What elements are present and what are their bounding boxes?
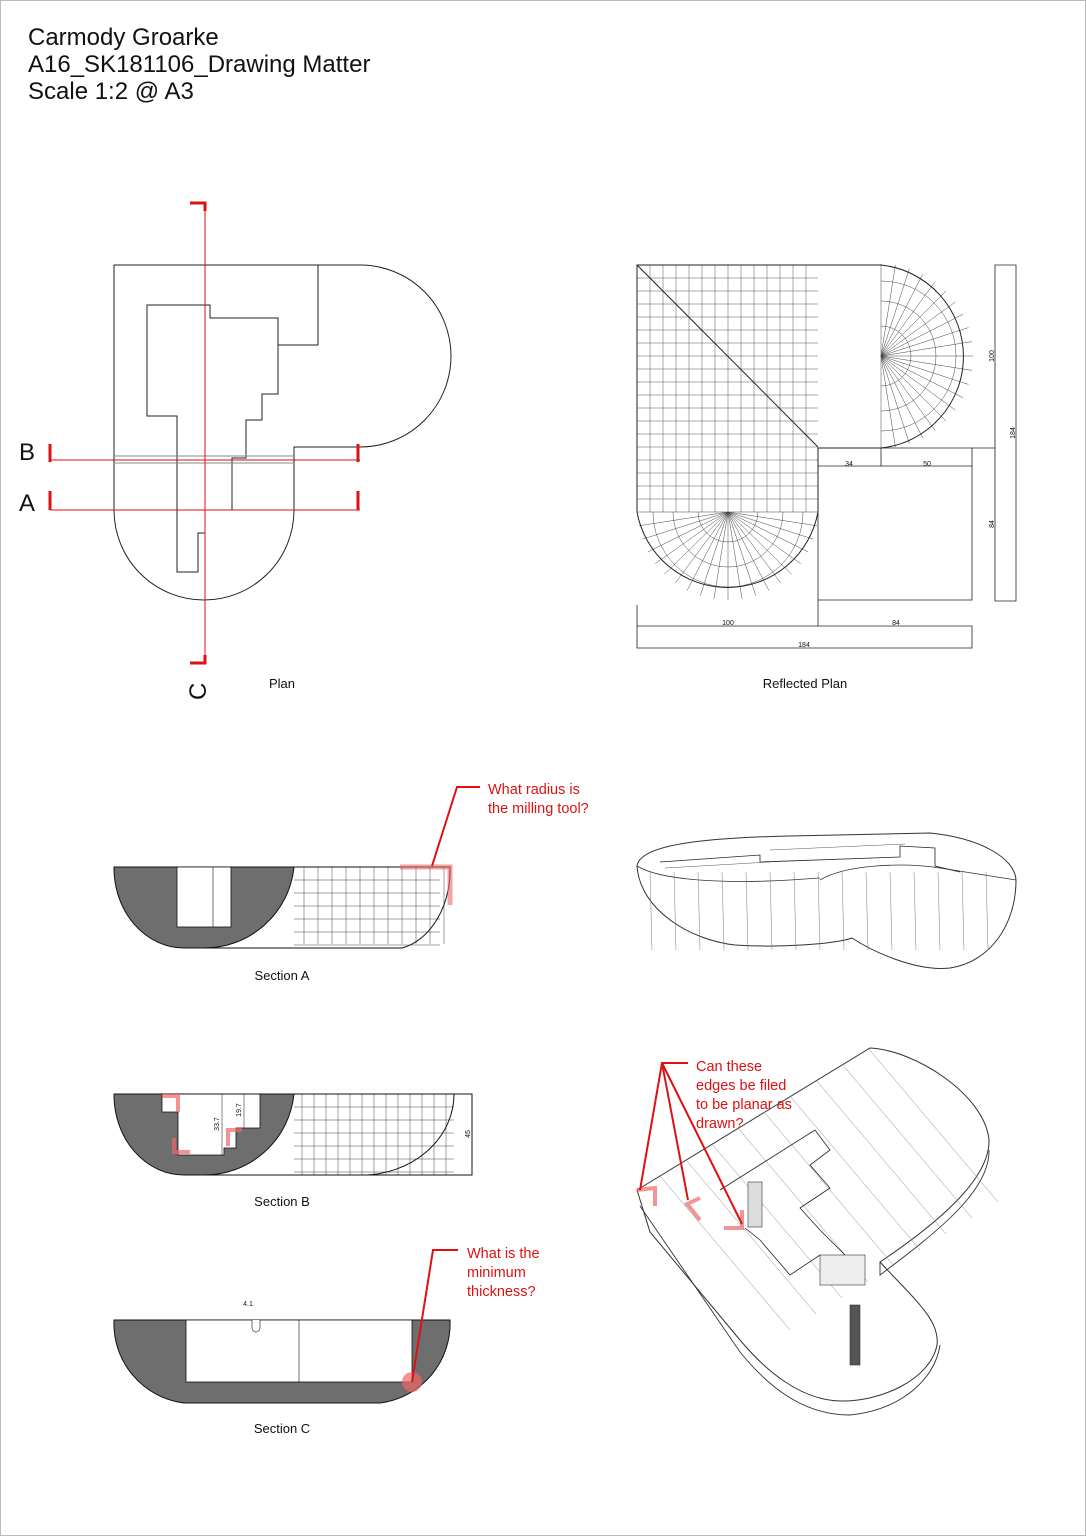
section-marker-a: A (19, 490, 35, 517)
axo-inner-wall (747, 1181, 763, 1228)
title-line-drawing-number: A16_SK181106_Drawing Matter (28, 51, 371, 78)
title-block: Carmody Groarke A16_SK181106_Drawing Mat… (28, 24, 370, 105)
note-edges-line1: Can these (696, 1059, 762, 1075)
note-thickness-line1: What is the (467, 1246, 540, 1262)
dim-19-7: 19.7 (236, 1103, 243, 1117)
note-thickness-line3: thickness? (467, 1284, 536, 1300)
dim-radius-top: 100 (989, 350, 996, 362)
dim-84-bottom: 84 (892, 620, 900, 627)
milling-tool-highlight (400, 864, 453, 905)
section-b-caption: Section B (254, 1194, 310, 1209)
annotation-edges: Can these edges be filed to be planar as… (639, 1059, 792, 1225)
note-milling-line2: the milling tool? (488, 801, 589, 817)
title-line-scale: Scale 1:2 @ A3 (28, 78, 194, 105)
note-edges-line4: drawn? (696, 1116, 744, 1132)
plan-caption: Plan (269, 676, 295, 691)
note-milling-line1: What radius is (488, 782, 580, 798)
dim-45: 45 (465, 1130, 472, 1138)
reflected-plan-dimensions: 100 184 34 50 84 100 84 184 (722, 350, 1017, 649)
dim-100-bottom: 100 (722, 620, 734, 627)
note-edges-line3: to be planar as (696, 1097, 792, 1113)
section-a-drawing (113, 864, 453, 949)
section-c-drawing (113, 1319, 451, 1404)
dim-34: 34 (845, 461, 853, 468)
axonometric-view-lower (636, 1047, 999, 1416)
dim-total-width: 184 (798, 642, 810, 649)
annotation-thickness: What is the minimum thickness? (411, 1246, 540, 1383)
dim-total-height: 184 (1010, 427, 1017, 439)
reflected-plan-caption: Reflected Plan (763, 676, 848, 691)
section-b-recess (161, 1093, 261, 1156)
plan-recess (146, 304, 279, 573)
section-b-drawing (113, 1093, 473, 1176)
plan-section-lines (48, 201, 360, 665)
section-marker-c: C (185, 683, 212, 700)
axonometric-view-upper (636, 832, 1017, 969)
reflected-plan-outline (636, 264, 964, 588)
plan-outline (113, 264, 452, 601)
plan-recess-step (277, 265, 319, 346)
plan-drawing (113, 264, 452, 601)
section-a-caption: Section A (255, 968, 310, 983)
dim-50: 50 (923, 461, 931, 468)
note-thickness-line2: minimum (467, 1265, 526, 1281)
section-marker-b: B (19, 439, 35, 466)
reflected-plan-drawing (636, 264, 1017, 649)
note-edges-line2: edges be filed (696, 1078, 786, 1094)
section-b-dimensions: 33.7 19.7 45 (214, 1103, 472, 1138)
dim-33-7: 33.7 (214, 1117, 221, 1131)
dim-4-1: 4.1 (243, 1301, 253, 1308)
title-line-practice: Carmody Groarke (28, 24, 219, 51)
dim-84-vertical: 84 (989, 520, 996, 528)
section-a-recess (176, 866, 232, 928)
section-c-caption: Section C (254, 1421, 310, 1436)
annotation-milling: What radius is the milling tool? (431, 782, 589, 867)
